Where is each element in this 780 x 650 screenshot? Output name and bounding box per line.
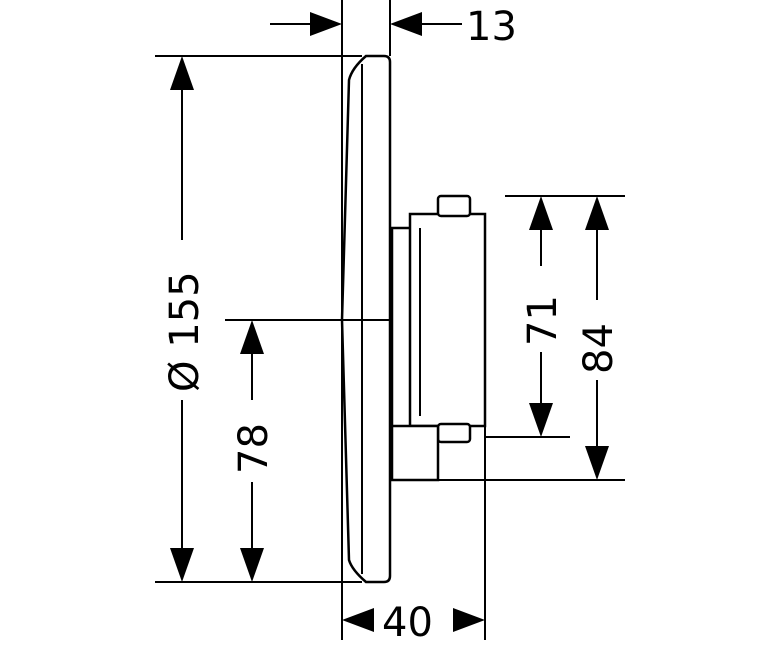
dimension-71: 71	[520, 196, 566, 437]
extension-lines	[155, 0, 625, 640]
dim-78-arrow-top	[240, 320, 264, 354]
lower-housing-step	[390, 424, 440, 482]
dim-155-arrow-bottom	[170, 548, 194, 582]
dim-71-label: 71	[520, 295, 566, 346]
dim-71-arrow-top	[529, 196, 553, 230]
dimension-155: Ø 155	[162, 56, 208, 582]
dim-13-label: 13	[466, 4, 517, 50]
dimension-84: 84	[576, 196, 622, 480]
dim-40-arrow-right	[453, 608, 485, 632]
dim-84-arrow-top	[585, 196, 609, 230]
dim-40-arrow-left	[342, 608, 374, 632]
dimension-13: 13	[270, 4, 517, 50]
dim-78-arrow-bottom	[240, 548, 264, 582]
dim-84-label: 84	[576, 323, 622, 374]
dimension-40: 40	[342, 600, 485, 646]
lower-cartridge	[436, 422, 472, 444]
dimension-78: 78	[231, 320, 277, 582]
dim-84-arrow-bottom	[585, 446, 609, 480]
dim-155-arrow-top	[170, 56, 194, 90]
dim-40-label: 40	[382, 600, 433, 646]
product-outline	[340, 54, 487, 584]
dim-13-arrow-left	[310, 12, 342, 36]
top-connector	[436, 194, 472, 218]
dim-13-arrow-right	[390, 12, 422, 36]
dim-78-label: 78	[231, 423, 277, 474]
valve-body	[408, 212, 487, 428]
dim-71-arrow-bottom	[529, 403, 553, 437]
dim-155-label: Ø 155	[162, 271, 208, 392]
